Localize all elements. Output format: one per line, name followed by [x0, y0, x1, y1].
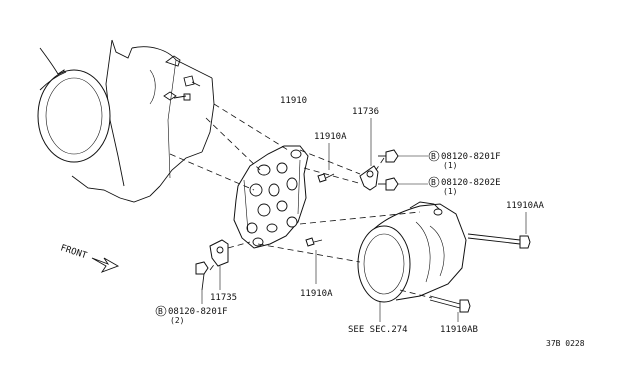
- bolt-bottom-left: [195, 261, 209, 304]
- label-spacer-left: 11735: [210, 293, 237, 303]
- stud-bottom: [305, 237, 323, 284]
- front-arrow-icon: [91, 257, 120, 273]
- label-reference-code: 37B 0228: [546, 339, 585, 348]
- label-see-section: SEE SEC.274: [348, 325, 408, 335]
- label-stud-bottom: 11910A: [300, 289, 333, 299]
- label-bolt-mid-code: B: [431, 178, 436, 187]
- engine-studs: [163, 55, 201, 101]
- label-bolt-top-qty: (1): [443, 161, 457, 170]
- label-bolt-top-code: B: [431, 152, 436, 161]
- crank-pulley: [37, 69, 111, 163]
- spacer-left: [209, 239, 229, 290]
- mounting-bracket: [233, 145, 309, 249]
- label-front: FRONT: [59, 243, 88, 261]
- label-bolt-bottom-code: B: [158, 307, 163, 316]
- label-bolt-bottom-qty: (2): [170, 316, 184, 325]
- bolt-mid-right: [378, 177, 428, 191]
- ac-compressor: [357, 201, 467, 322]
- label-compressor-bolt: 11910AB: [440, 325, 478, 335]
- long-bolt: [467, 212, 531, 249]
- engine-block: [39, 39, 215, 203]
- circled-b-markers: [155, 150, 440, 317]
- label-bolt-mid-num: 08120-8202E: [441, 178, 501, 188]
- label-bracket: 11910: [280, 96, 307, 106]
- bolt-top-right: [378, 149, 428, 163]
- spacer-right: [359, 118, 379, 191]
- label-stud-top: 11910A: [314, 132, 347, 142]
- label-bolt-mid-qty: (1): [443, 187, 457, 196]
- label-long-bolt: 11910AA: [506, 201, 545, 211]
- label-bolt-bottom-num: 08120-8201F: [168, 307, 228, 317]
- compressor-bolt: [429, 295, 471, 322]
- label-spacer-right: 11736: [352, 107, 379, 117]
- label-bolt-top-num: 08120-8201F: [441, 152, 501, 162]
- assembly-lines: [169, 103, 433, 299]
- stud-top: [317, 143, 335, 183]
